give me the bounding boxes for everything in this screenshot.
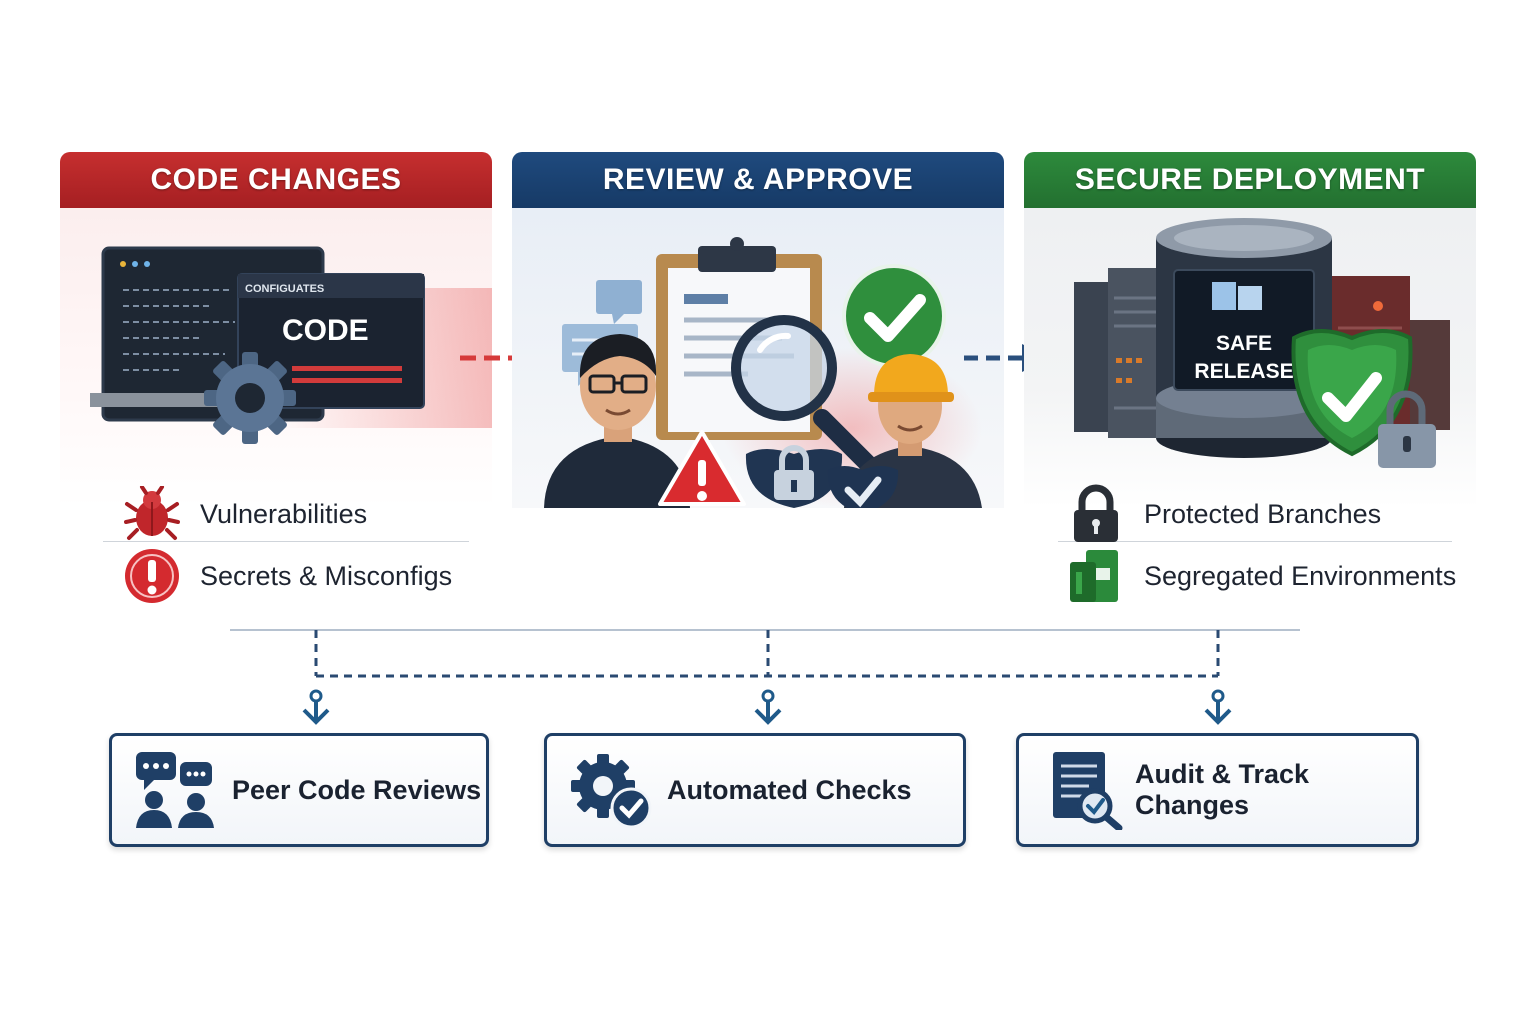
automated-checks-label: Automated Checks	[667, 774, 912, 805]
safe-label: SAFE	[1216, 332, 1272, 355]
secure-deployment-panel: SECURE DEPLOYMENT	[1024, 152, 1476, 512]
feature-segregated-environments: Segregated Environments	[1066, 546, 1456, 606]
audit-track-changes-box: Audit & Track Changes	[1016, 733, 1419, 847]
connector-lines	[230, 629, 1300, 725]
audit-search-icon	[1039, 745, 1125, 835]
gear-check-icon	[567, 745, 657, 835]
arrow-down-icon	[1204, 689, 1232, 725]
peer-code-reviews-box: Peer Code Reviews	[109, 733, 489, 847]
screen-small-label: CONFIGUATES	[245, 283, 324, 295]
feature-vulnerabilities: Vulnerabilities	[122, 484, 367, 544]
code-changes-panel: CODE CHANGES CONFIGUATES CODE	[60, 152, 492, 512]
gear-icon	[204, 352, 296, 444]
environments-icon	[1066, 546, 1126, 606]
audit-track-changes-label: Audit & Track Changes	[1135, 759, 1310, 820]
release-label: RELEASE	[1194, 360, 1293, 383]
feature-secrets-label: Secrets & Misconfigs	[200, 560, 453, 591]
engineer-avatar	[844, 354, 982, 508]
arrow-down-icon	[302, 689, 330, 725]
secure-deployment-divider	[1058, 541, 1452, 542]
secure-deployment-title: SECURE DEPLOYMENT	[1024, 152, 1476, 208]
green-shield-check-icon	[1291, 329, 1413, 457]
feature-segregated-label: Segregated Environments	[1144, 560, 1457, 591]
screen-code-label: CODE	[282, 314, 369, 347]
check-shield-icon	[827, 466, 899, 508]
padlock-icon	[1066, 484, 1126, 544]
feature-secrets-misconfigs: Secrets & Misconfigs	[122, 546, 452, 606]
peer-review-icon	[132, 745, 222, 835]
secure-deployment-illustration: SAFE RELEASE	[1024, 208, 1476, 508]
code-changes-title: CODE CHANGES	[60, 152, 492, 208]
reviewer-avatar	[544, 334, 690, 508]
warning-icon	[658, 430, 746, 506]
lock-shield-icon	[745, 445, 843, 508]
feature-vulnerabilities-label: Vulnerabilities	[200, 498, 368, 529]
padlock-small-icon	[1378, 390, 1436, 468]
bug-icon	[122, 484, 182, 544]
review-approve-illustration	[512, 208, 1004, 508]
feature-protected-branches: Protected Branches	[1066, 484, 1381, 544]
code-changes-illustration: CONFIGUATES CODE	[60, 208, 492, 508]
review-approve-panel: REVIEW & APPROVE	[512, 152, 1004, 512]
alert-circle-icon	[122, 546, 182, 606]
peer-code-reviews-label: Peer Code Reviews	[232, 774, 482, 805]
database-icon: SAFE RELEASE	[1156, 218, 1332, 458]
code-changes-divider	[103, 541, 469, 542]
review-approve-title: REVIEW & APPROVE	[512, 152, 1004, 208]
feature-protected-branches-label: Protected Branches	[1144, 498, 1382, 529]
magnifier-icon	[731, 315, 877, 473]
approved-check-icon	[842, 264, 946, 368]
arrow-down-icon	[754, 689, 782, 725]
code-editor-illustration: CONFIGUATES CODE	[90, 246, 492, 444]
automated-checks-box: Automated Checks	[544, 733, 966, 847]
